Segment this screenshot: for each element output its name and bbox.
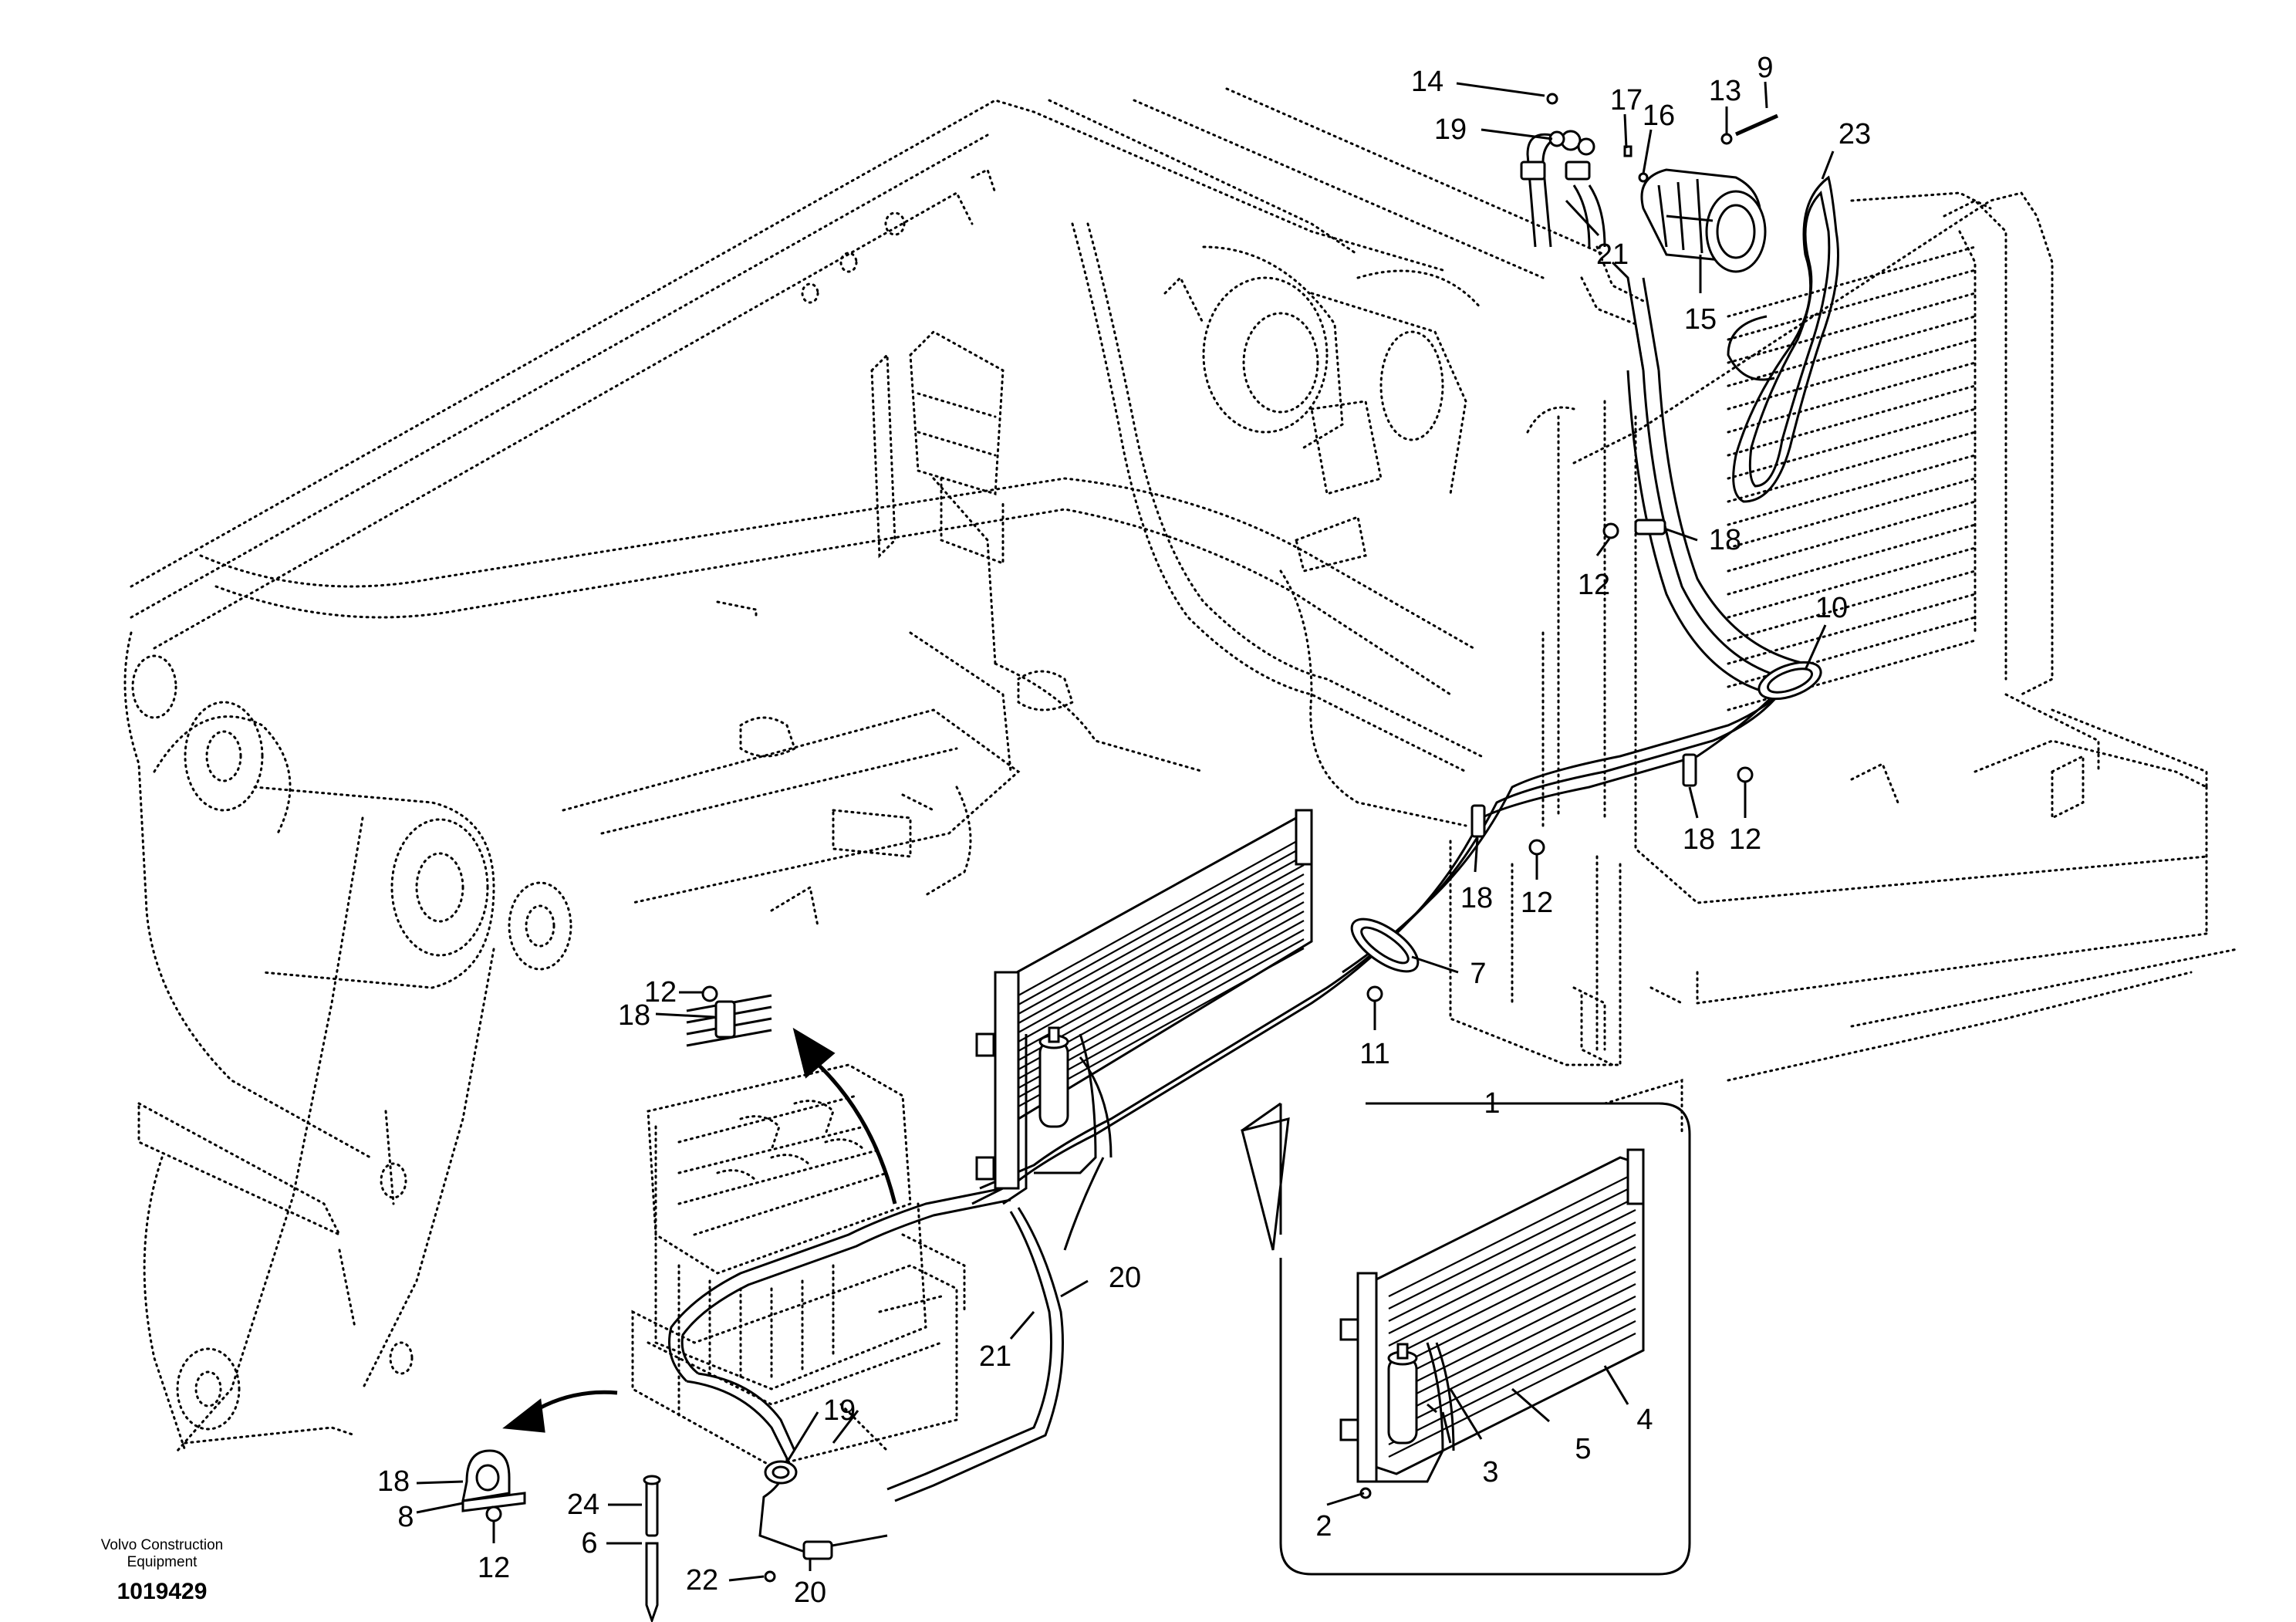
callout-19-mid: 19 (823, 1394, 856, 1427)
radiator-fins (1727, 245, 1977, 711)
lower-hoses (668, 1157, 1105, 1583)
callout-19-top: 19 (1434, 113, 1467, 146)
brand-line-2: Equipment (127, 1554, 198, 1570)
callout-3: 3 (1482, 1456, 1498, 1489)
callout-24: 24 (567, 1489, 599, 1521)
bolt-detail (643, 1475, 661, 1622)
callout-16: 16 (1643, 100, 1675, 132)
callout-21-mid: 21 (979, 1340, 1011, 1373)
detail-inset (1241, 1102, 1691, 1576)
callout-2: 2 (1315, 1510, 1332, 1543)
ac-hose-assembly (971, 245, 1822, 1205)
callout-22: 22 (686, 1564, 718, 1597)
callout-7: 7 (1470, 958, 1486, 990)
brand-line-1: Volvo Construction (101, 1537, 223, 1553)
leader-lines (416, 81, 1835, 1582)
callout-18-a: 18 (1709, 524, 1741, 556)
condenser-fins (1018, 836, 1305, 1107)
callout-12-a: 12 (1578, 569, 1610, 601)
callout-14: 14 (1411, 66, 1443, 98)
callout-1: 1 (1484, 1087, 1500, 1120)
callout-9: 9 (1757, 52, 1773, 84)
compressor-group (1520, 93, 1839, 503)
hvac-unit (631, 1063, 966, 1468)
callout-10: 10 (1815, 592, 1848, 624)
callout-20-mid: 20 (1109, 1262, 1141, 1294)
callout-20-bottom: 20 (794, 1576, 826, 1609)
callout-18-d: 18 (618, 999, 650, 1032)
callout-12-d: 12 (644, 976, 677, 1009)
callout-18-e: 18 (377, 1465, 410, 1498)
callout-12-e: 12 (478, 1552, 510, 1584)
direction-arrows (502, 1027, 897, 1433)
callout-11: 11 (1359, 1038, 1389, 1070)
callout-12-b: 12 (1729, 823, 1761, 856)
callout-23: 23 (1838, 118, 1871, 150)
machine-frame-outline (123, 87, 2239, 1452)
callout-18-c: 18 (1460, 882, 1493, 914)
callout-17: 17 (1610, 84, 1643, 117)
brand-block: Volvo Construction Equipment 1019429 (101, 1537, 223, 1604)
callout-8: 8 (397, 1501, 414, 1533)
callout-15: 15 (1684, 303, 1717, 336)
clamp-detail (461, 1449, 526, 1522)
drawing-number: 1019429 (117, 1579, 208, 1604)
callout-18-b: 18 (1683, 823, 1715, 856)
callout-4: 4 (1636, 1404, 1653, 1436)
callout-6: 6 (581, 1527, 597, 1559)
callout-labels: 14 19 17 16 13 9 23 21 15 18 12 10 18 12… (377, 52, 1871, 1609)
upper-clamp-detail (686, 985, 772, 1047)
condenser-main (975, 809, 1313, 1205)
callout-21-top: 21 (1596, 238, 1629, 271)
callout-13: 13 (1709, 75, 1741, 107)
callout-5: 5 (1575, 1433, 1591, 1465)
callout-12-c: 12 (1521, 887, 1553, 919)
